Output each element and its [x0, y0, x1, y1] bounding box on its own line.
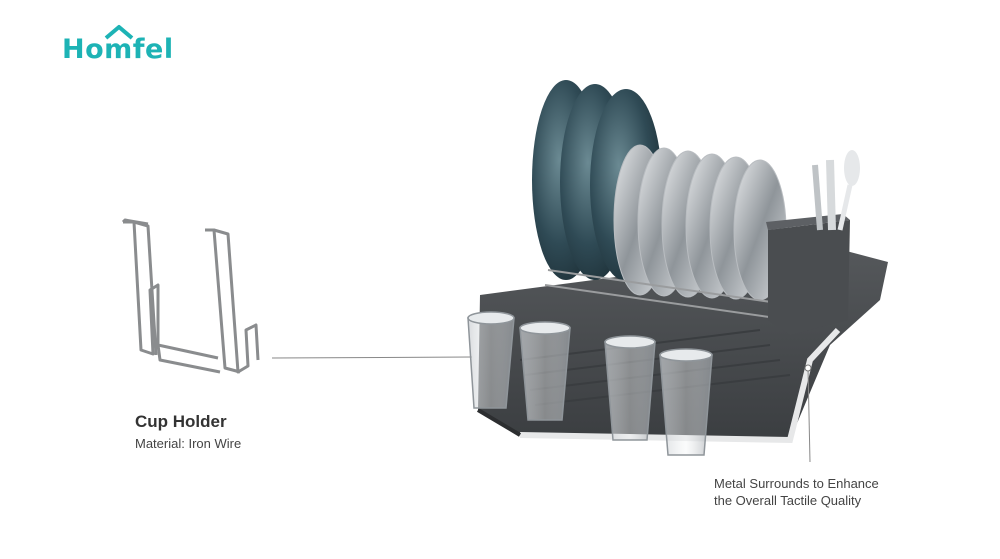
drinking-glasses — [467, 311, 713, 456]
brand-name: Homfel — [62, 34, 174, 65]
cup-holder-material: Material: Iron Wire — [135, 436, 242, 451]
cutlery-holder — [766, 150, 860, 335]
cup-holder-title: Cup Holder — [135, 412, 227, 431]
house-roof-icon — [104, 25, 134, 40]
cup-holder-wire — [121, 218, 260, 374]
metal-callout-line-1: Metal Surrounds to Enhance — [714, 476, 879, 491]
clear-plates — [613, 144, 787, 301]
metal-callout-line-2: the Overall Tactile Quality — [714, 493, 862, 508]
cup-holder-leader-line — [271, 356, 473, 359]
metal-surround-callout: Metal Surrounds to Enhance the Overall T… — [714, 475, 879, 509]
brand-logo: Homfel — [62, 25, 174, 65]
wire-rack — [544, 269, 793, 321]
